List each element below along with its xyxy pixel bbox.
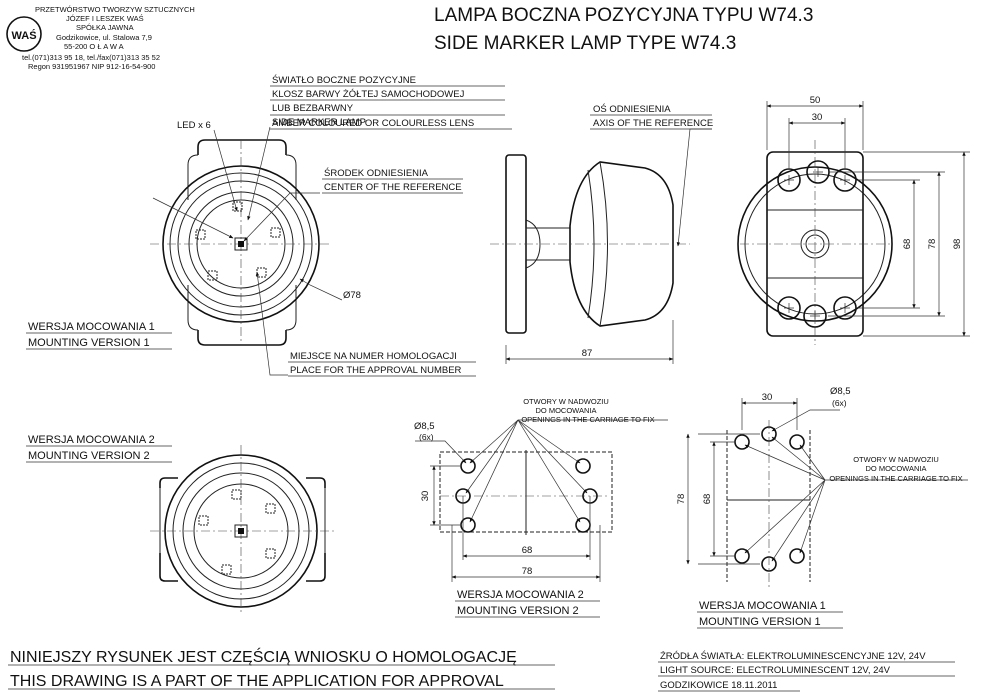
front-view-version-2 bbox=[150, 445, 335, 615]
holes-label-en-v2: OPENINGS IN THE CARRIAGE TO FIX bbox=[521, 415, 654, 424]
dim-50: 50 bbox=[810, 95, 821, 106]
approval-number-en: PLACE FOR THE APPROVAL NUMBER bbox=[290, 365, 462, 376]
company-header: WAŚ PRZETWÓRSTWO TWORZYW SZTUCZNYCH JÓZE… bbox=[6, 5, 195, 71]
dim-68-rear: 68 bbox=[902, 239, 913, 250]
holes-label-pl-2-v1: DO MOCOWANIA bbox=[866, 464, 927, 473]
mounting-version-2-pl-left: WERSJA MOCOWANIA 2 bbox=[28, 434, 155, 446]
title-pl: LAMPA BOCZNA POZYCYJNA TYPU W74.3 bbox=[434, 5, 813, 26]
front-view-version-1 bbox=[150, 139, 330, 346]
company-street: Godzikowice, ul. Stalowa 7,9 bbox=[56, 33, 152, 42]
dim-30-top: 30 bbox=[812, 112, 823, 123]
svg-text:WAŚ: WAŚ bbox=[11, 29, 36, 42]
mounting-version-1-en: MOUNTING VERSION 1 bbox=[28, 337, 150, 349]
led-count-label: LED x 6 bbox=[177, 120, 211, 131]
company-name-line: PRZETWÓRSTWO TWORZYW SZTUCZNYCH bbox=[35, 5, 195, 14]
mounting-version-1-pl: WERSJA MOCOWANIA 1 bbox=[28, 321, 155, 333]
company-type: SPÓŁKA JAWNA bbox=[76, 23, 134, 32]
company-city: 55-200 O Ł A W A bbox=[64, 42, 124, 51]
footer-note-en: THIS DRAWING IS A PART OF THE APPLICATIO… bbox=[10, 673, 504, 690]
dim-30-v1: 30 bbox=[762, 392, 773, 403]
mounting-version-2-pl: WERSJA MOCOWANIA 2 bbox=[457, 589, 584, 601]
lamp-label-pl-2: KLOSZ BARWY ŻÓŁTEJ SAMOCHODOWEJ bbox=[272, 89, 465, 100]
lamp-label-en-2: AMBER COLOURED OR COLOURLESS LENS bbox=[272, 118, 474, 129]
axis-reference-pl: OŚ ODNIESIENIA bbox=[593, 103, 671, 115]
approval-number-pl: MIEJSCE NA NUMER HOMOLOGACJI bbox=[290, 351, 457, 362]
dim-30-v2: 30 bbox=[420, 491, 431, 502]
hole-diameter-v1: Ø8,5 bbox=[830, 386, 851, 397]
lamp-label-pl-3: LUB BEZBARWNY bbox=[272, 103, 354, 114]
center-reference-pl: ŚRODEK ODNIESIENIA bbox=[324, 167, 429, 179]
dim-87: 87 bbox=[582, 348, 593, 359]
lamp-label-en-1: SIDE MARKER LAMP bbox=[272, 117, 366, 128]
drawing-date: GODZIKOWICE 18.11.2011 bbox=[660, 680, 777, 691]
front-view-leaders bbox=[152, 85, 512, 377]
dim-78-rear: 78 bbox=[927, 239, 938, 250]
mounting-version-2-en: MOUNTING VERSION 2 bbox=[457, 605, 579, 617]
company-regon: Regon 931951967 NIP 912-16-54-900 bbox=[28, 62, 155, 71]
footer-note-pl: NINIEJSZY RYSUNEK JEST CZĘŚCIĄ WNIOSKU O… bbox=[10, 647, 517, 666]
hole-count-v1: (6x) bbox=[832, 398, 847, 408]
hole-diameter-v2: Ø8,5 bbox=[414, 421, 435, 432]
center-reference-en: CENTER OF THE REFERENCE bbox=[324, 182, 462, 193]
mounting-holes-version-2 bbox=[415, 419, 668, 582]
holes-label-pl-1-v2: OTWORY W NADWOZIU bbox=[523, 397, 609, 406]
mounting-version-1-en-right: MOUNTING VERSION 1 bbox=[699, 616, 821, 628]
holes-label-en-v1: OPENINGS IN THE CARRIAGE TO FIX bbox=[829, 474, 962, 483]
dim-98-rear: 98 bbox=[952, 239, 963, 250]
mounting-version-2-en-left: MOUNTING VERSION 2 bbox=[28, 450, 150, 462]
axis-reference-en: AXIS OF THE REFERENCE bbox=[593, 118, 713, 129]
light-source-en: LIGHT SOURCE: ELECTROLUMINESCENT 12V, 24… bbox=[660, 665, 891, 676]
hole-count-v2: (6x) bbox=[419, 432, 434, 442]
dim-78-v1: 78 bbox=[676, 494, 687, 505]
holes-label-pl-2-v2: DO MOCOWANIA bbox=[536, 406, 597, 415]
diameter-78-label: Ø78 bbox=[343, 290, 361, 301]
mounting-version-1-pl-right: WERSJA MOCOWANIA 1 bbox=[699, 600, 826, 612]
holes-label-pl-1-v1: OTWORY W NADWOZIU bbox=[853, 455, 939, 464]
side-view bbox=[490, 114, 712, 364]
company-phone: tel.(071)313 95 18, tel./fax(071)313 35 … bbox=[22, 53, 160, 62]
lamp-label-pl-1: ŚWIATŁO BOCZNE POZYCYJNE bbox=[272, 74, 416, 86]
dim-68-v2: 68 bbox=[522, 545, 533, 556]
dim-68-v1: 68 bbox=[702, 494, 713, 505]
rear-view bbox=[737, 101, 970, 345]
mounting-holes-version-1 bbox=[686, 398, 968, 590]
title-en: SIDE MARKER LAMP TYPE W74.3 bbox=[434, 33, 736, 54]
company-owners: JÓZEF I LESZEK WAŚ bbox=[66, 14, 144, 23]
light-source-pl: ŹRÓDŁA ŚWIATŁA: ELEKTROLUMINESCENCYJNE 1… bbox=[660, 650, 926, 662]
company-logo: WAŚ bbox=[6, 16, 42, 52]
dim-78-v2: 78 bbox=[522, 566, 533, 577]
